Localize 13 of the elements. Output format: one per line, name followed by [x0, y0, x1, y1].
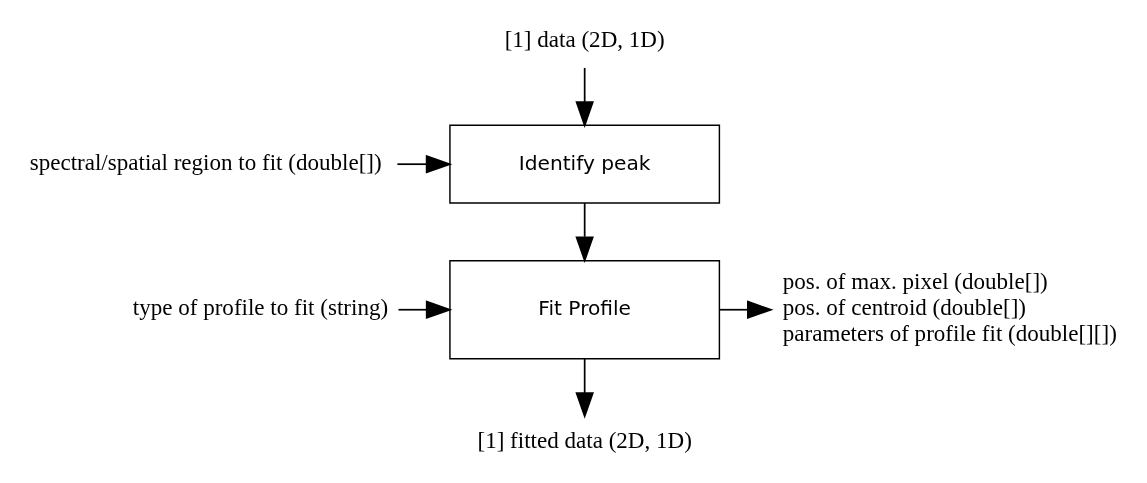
node-text: spectral/spatial region to fit (double[]): [29, 148, 382, 175]
arrow: [575, 201, 594, 263]
node-text: type of profile to fit (string): [132, 293, 389, 320]
arrow: [396, 154, 453, 173]
node-text: [1] fitted data (2D, 1D): [477, 426, 692, 453]
arrow: [575, 66, 594, 128]
arrow: [718, 299, 774, 319]
node-box: Identify peak: [449, 124, 721, 204]
arrow: [397, 299, 453, 319]
node-box: Fit Profile: [449, 259, 721, 359]
arrow: [575, 357, 594, 419]
node-text: [1] data (2D, 1D): [504, 25, 665, 52]
node-text: pos. of max. pixel (double[]) pos. of centroid (double[]) parameters of profile fit (double[][]): [782, 267, 1117, 346]
